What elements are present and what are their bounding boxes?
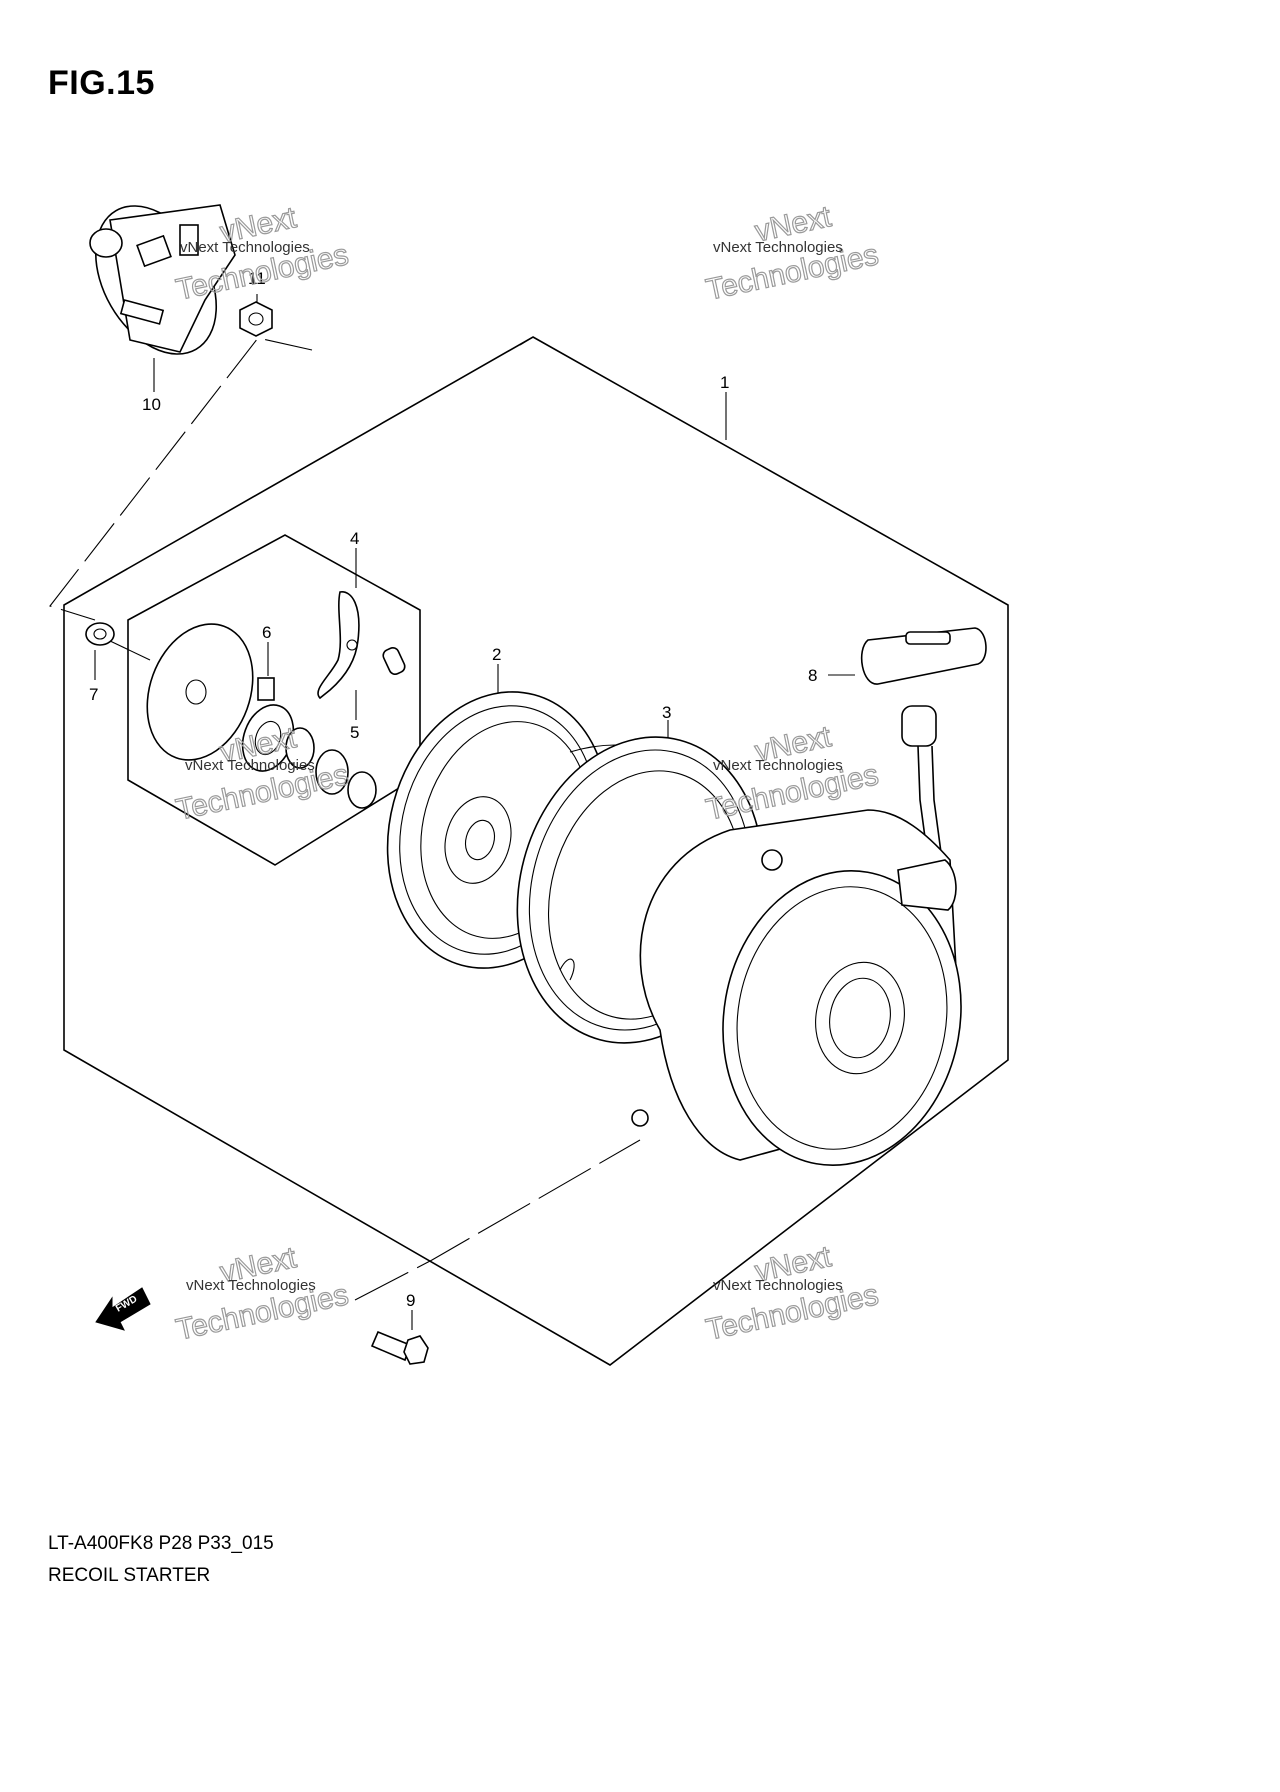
callout-7: 7 (89, 685, 98, 704)
part-5-pin (382, 647, 406, 675)
callout-5: 5 (350, 723, 359, 742)
watermark-small-top-right: vNext Technologies (713, 239, 843, 256)
callout-labels: 1 2 3 4 5 6 7 8 9 10 11 (89, 269, 817, 1310)
callout-9: 9 (406, 1291, 415, 1310)
callout-10: 10 (142, 395, 161, 414)
assembly-outline (63, 336, 1009, 1366)
watermark-small-mid-right: vNext Technologies (713, 757, 843, 774)
part-9-bolt (370, 1330, 429, 1365)
watermark-small-mid-left: vNext Technologies (185, 757, 315, 774)
watermark-small-top-left: vNext Technologies (180, 239, 310, 256)
part-10-starter-drive (89, 204, 236, 355)
callout-1: 1 (720, 373, 729, 392)
callout-11: 11 (248, 269, 266, 288)
part-11-nut (239, 301, 273, 337)
part-4-pawl (317, 591, 360, 700)
callout-3: 3 (662, 703, 671, 722)
section-name: RECOIL STARTER (48, 1565, 211, 1586)
watermark-small-bottom-left: vNext Technologies (186, 1277, 316, 1294)
spring-washers (285, 727, 377, 809)
part-6-retainer (241, 677, 295, 772)
starter-case (631, 809, 962, 1166)
friction-plate (146, 623, 254, 761)
figure-title: FIG.15 (48, 64, 155, 102)
leader-lines (49, 294, 855, 1330)
callout-6: 6 (262, 623, 271, 642)
callout-8: 8 (808, 666, 817, 685)
callout-4: 4 (350, 529, 359, 548)
part-8-handle (860, 627, 987, 861)
fwd-arrow: FWD (95, 1287, 151, 1331)
watermark-small-bottom-right: vNext Technologies (713, 1277, 843, 1294)
part-7-bushing (85, 622, 115, 646)
callout-2: 2 (492, 645, 501, 664)
model-code: LT-A400FK8 P28 P33_015 (48, 1533, 274, 1554)
